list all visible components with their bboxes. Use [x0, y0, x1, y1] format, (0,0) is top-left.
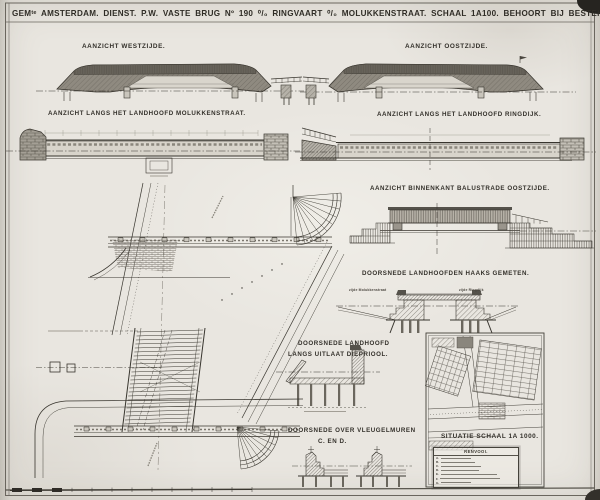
legend-renvooi: RENVOOI. A. B. C. D. E. F. G.: [433, 447, 519, 488]
section-wing-walls: [292, 446, 412, 487]
label-landhoofd-molukkenstraat: AANZICHT LANGS HET LANDHOOFD MOLUKKENSTR…: [48, 110, 246, 117]
sheet-title: GEMᵗᵉ AMSTERDAM. DIENST. P.W. VASTE BRUG…: [12, 9, 600, 18]
view-balustrade-inner: [349, 203, 596, 254]
view-abutment-molukkenstraat: [6, 128, 300, 177]
section-abutments-square: [336, 290, 518, 334]
legend-row: G.: [434, 481, 518, 485]
label-vleugelmuren-2: C. EN D.: [318, 438, 347, 445]
legend-row: F.: [434, 476, 518, 481]
legend-row: D.: [434, 468, 518, 472]
label-doorsnede-haaks: DOORSNEDE LANDHOOFDEN HAAKS GEMETEN.: [362, 270, 530, 277]
legend-text-line: [440, 473, 497, 475]
legend-text-line: [441, 461, 476, 463]
label-situatie: SITUATIE SCHAAL 1A 1000.: [441, 433, 539, 440]
section-abutment-outfall: [276, 341, 380, 412]
legend-row: A.: [434, 456, 518, 460]
corner-marks: [577, 0, 600, 500]
label-vleugelmuren-1: DOORSNEDE OVER VLEUGELMUREN: [288, 427, 416, 434]
note-zijde-ringdijk: zijde Ringdijk: [459, 288, 484, 292]
legend-row: C.: [434, 464, 518, 468]
legend-text-line: [440, 478, 501, 480]
label-balustrade-oostzijde: AANZICHT BINNENKANT BALUSTRADE OOSTZIJDE…: [370, 185, 550, 192]
legend-text-line: [441, 469, 480, 471]
legend-row: B.: [434, 460, 518, 464]
legend-row: E.: [434, 472, 518, 476]
label-doorsnede-diepriool-2: LANGS UITLAAT DIEPRIOOL.: [288, 351, 389, 358]
label-landhoofd-ringdijk: AANZICHT LANGS HET LANDHOOFD RINGDIJK.: [377, 111, 542, 118]
legend-text-line: [441, 457, 472, 459]
view-plan: [34, 182, 345, 478]
note-zijde-molukkenstraat: zijde Molukkenstraat: [349, 288, 387, 292]
view-west-elevation: [36, 63, 304, 105]
legend-text-line: [441, 482, 472, 484]
label-doorsnede-diepriool-1: DOORSNEDE LANDHOOFD: [298, 340, 390, 347]
scale-bar: [9, 487, 253, 492]
view-east-elevation: [300, 56, 576, 105]
label-aanzicht-oostzijde: AANZICHT OOSTZIJDE.: [405, 43, 488, 50]
legend-text-line: [441, 465, 482, 467]
legend-title: RENVOOI.: [434, 448, 518, 456]
view-abutment-ringdijk: [295, 127, 596, 170]
label-aanzicht-westzijde: AANZICHT WESTZIJDE.: [82, 43, 166, 50]
situatie-map: [425, 332, 545, 488]
